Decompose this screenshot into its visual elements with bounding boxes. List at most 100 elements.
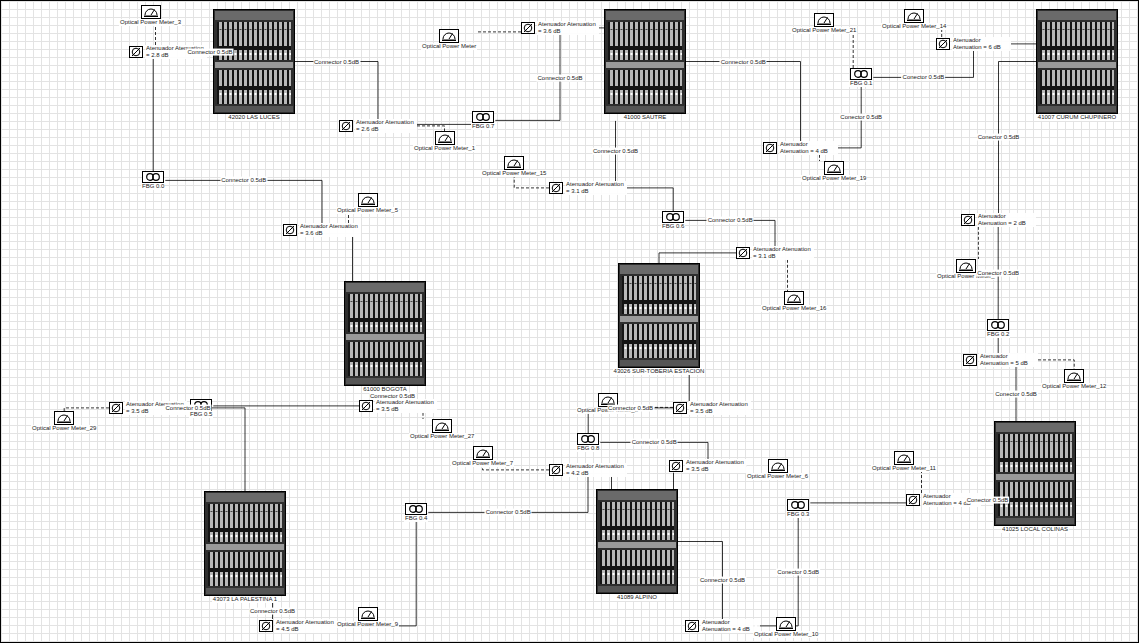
fiber-link xyxy=(417,124,471,125)
power-meter-symbol xyxy=(956,259,976,273)
attenuator-label: Atenuador Atenuation = 4 dB xyxy=(701,619,760,633)
attenuator-symbol xyxy=(359,400,373,412)
power-meter-symbol xyxy=(54,411,74,425)
attenuator-symbol xyxy=(521,22,535,34)
network-node-rack xyxy=(213,9,295,114)
power-meter-symbol xyxy=(1064,369,1084,383)
meter-label: Optical Power Meter_19 xyxy=(801,175,867,182)
attenuator-label: Atenuador Atenuation = 4 dB xyxy=(779,141,838,155)
network-node-rack xyxy=(1036,9,1118,114)
network-site: 43026 SUR-TOBERIA ESTACION xyxy=(613,263,706,375)
fbg-symbol xyxy=(577,433,599,445)
attenuator-component: Atenuador Atenuation = 3.6 dB xyxy=(283,223,361,237)
network-site: 41025 LOCAL COLINAS xyxy=(994,421,1076,533)
fiber-link xyxy=(1011,43,1036,44)
connector-label: Connector 0.5dB xyxy=(631,439,678,446)
attenuator-component: Atenuador Atenuation = 3.1 dB xyxy=(736,246,814,260)
attenuator-component: Atenuador Atenuation = 4 dB xyxy=(763,141,838,155)
meter-label: Optical Power Meter_6 xyxy=(746,473,809,480)
component-label: FBG 0.2 xyxy=(986,331,1010,338)
meter-label: Optical Power Meter_3 xyxy=(119,19,182,26)
power-meter-symbol xyxy=(904,9,924,23)
attenuator-component: Atenuador Atenuation = 3.5 dB xyxy=(359,399,437,413)
network-site: 41000 SAUTRE xyxy=(604,9,686,121)
connector-label: Connector 0.5dB xyxy=(607,404,654,411)
fiber-link xyxy=(348,214,349,223)
attenuator-component: Atenuador Atenuation = 3.6 dB xyxy=(521,21,599,35)
fbg-component: FBG 0.8 xyxy=(576,433,600,452)
meter-label: Optical Power Meter_11 xyxy=(871,465,937,472)
fiber-link xyxy=(514,177,549,188)
power-meter-symbol xyxy=(768,459,788,473)
fbg-component: FBG 0.2 xyxy=(986,319,1010,338)
fbg-symbol xyxy=(405,503,427,515)
attenuator-label: Atenuador Atenuation = 3.5 dB xyxy=(689,401,751,415)
attenuator-label: Atenuador Atenuation = 4.5 dB xyxy=(275,619,337,633)
fiber-link xyxy=(64,408,109,411)
connector-label: Connector 0.5dB xyxy=(699,577,746,584)
power-meter-symbol xyxy=(894,451,914,465)
fiber-link xyxy=(998,338,999,353)
connector-label: Connector 0.5dB xyxy=(707,217,754,224)
network-site: 41089 ALPINO xyxy=(596,489,678,601)
fbg-component: FBG 0.0 xyxy=(141,171,165,190)
attenuator-component: Atenuador Atenuation = 3.5 dB xyxy=(669,459,747,473)
attenuator-symbol xyxy=(763,142,777,154)
connector-label: Connector 0.5dB xyxy=(485,509,532,516)
fiber-link xyxy=(673,473,674,489)
attenuator-label: Atenuador Atenuation = 6 dB xyxy=(952,37,1011,51)
attenuator-symbol xyxy=(673,402,687,414)
fiber-link xyxy=(153,59,154,171)
attenuator-symbol xyxy=(669,460,683,472)
meter-label: Optical Power Meter_5 xyxy=(336,207,399,214)
meter-label: Optical Power Meter xyxy=(421,43,477,50)
power-meter-component: Optical Power Meter_21 xyxy=(791,13,857,34)
power-meter-component: Optical Power Meter_19 xyxy=(801,161,867,182)
fbg-component: FBG 0.6 xyxy=(661,211,685,230)
connector-label: Connector 0.5dB xyxy=(220,177,267,184)
fiber-link xyxy=(423,413,424,419)
fiber-link xyxy=(165,180,322,223)
attenuator-symbol xyxy=(685,620,699,632)
attenuator-component: Atenuador Atenuation = 4.5 dB xyxy=(259,619,337,633)
fbg-symbol xyxy=(987,319,1009,331)
power-meter-symbol xyxy=(432,419,452,433)
network-site: 41007 CURUM CHUPINERO xyxy=(1036,9,1118,121)
component-label: FBG 0.0 xyxy=(141,183,165,190)
connector-label: Conector 0.5dB xyxy=(966,496,1010,503)
fiber-link xyxy=(819,155,820,161)
meter-label: Optical Power Meter_10 xyxy=(753,631,819,638)
site-label: 41000 SAUTRE xyxy=(623,114,668,121)
network-node-rack xyxy=(344,281,426,386)
network-site: 61000 BOGOTA xyxy=(344,281,426,393)
attenuator-symbol xyxy=(936,38,950,50)
fiber-link xyxy=(689,375,690,401)
attenuator-symbol xyxy=(283,224,297,236)
attenuator-label: Atenuador Atenuation = 4.2 dB xyxy=(565,463,627,477)
site-label: 41025 LOCAL COLINAS xyxy=(1001,526,1069,533)
fbg-symbol xyxy=(662,211,684,223)
attenuator-component: Atenuador Atenuation = 3.1 dB xyxy=(549,181,627,195)
component-label: FBG 0.1 xyxy=(849,80,873,87)
component-label: FBG 0.4 xyxy=(404,515,428,522)
attenuator-symbol xyxy=(549,182,563,194)
meter-label: Optical Power Meter_27 xyxy=(409,433,475,440)
meter-label: Optical Power Meter_9 xyxy=(336,621,399,628)
attenuator-symbol xyxy=(963,354,977,366)
power-meter-symbol xyxy=(504,156,524,170)
power-meter-component: Optical Power Meter_10 xyxy=(753,617,819,638)
connector-label: Conector 0.5dB xyxy=(976,269,1020,276)
meter-label: Optical Power Meter_1 xyxy=(413,145,476,152)
fiber-link xyxy=(659,253,736,263)
power-meter-component: Optical Power Meter_5 xyxy=(336,193,399,214)
power-meter-component: Optical Power Meter_16 xyxy=(761,291,827,312)
fiber-link xyxy=(295,62,378,120)
fbg-symbol xyxy=(472,111,494,123)
attenuator-label: Atenuador Atenuation = 3.6 dB xyxy=(537,21,599,35)
attenuator-symbol xyxy=(961,214,975,226)
connector-label: Connector 0.5dB xyxy=(186,48,233,55)
power-meter-component: Optical Power Meter_9 xyxy=(336,607,399,628)
attenuator-label: Atenuador Atenuation = 3.1 dB xyxy=(565,181,627,195)
attenuator-symbol xyxy=(259,620,273,632)
